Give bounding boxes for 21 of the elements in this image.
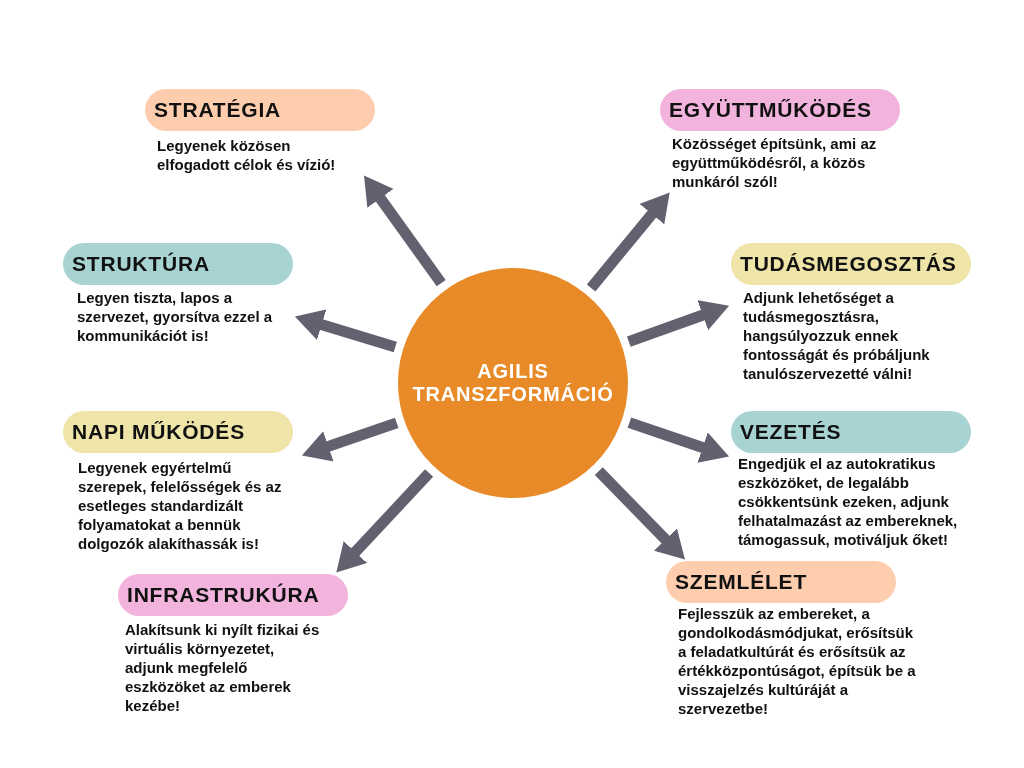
topic-description: Adjunk lehetőséget a tudásmegosztásra, hangsúlyozzuk ennek fontosságát és próbáljunk tanulószervezetté válni! <box>743 288 931 383</box>
topic-description: Engedjük el az autokratikus eszközöket, de legalább csökkentsünk ezeken, adjunk felhatalmazást az embereknek, támogassuk, motiváljuk őket! <box>738 454 959 549</box>
topic-heading: TUDÁSMEGOSZTÁS <box>731 243 971 285</box>
topic-description: Közösséget építsünk, ami az együttműködésről, a közös munkáról szól! <box>672 134 878 191</box>
topic-heading: VEZETÉS <box>731 411 971 453</box>
hub-title: AGILIS TRANSZFORMÁCIÓ <box>412 360 614 406</box>
arrow <box>300 417 399 462</box>
topic-description: Legyenek egyértelmű szerepek, felelősségek és az esetleges standardizált folyamatokat a bennük dolgozók alakíthassák is! <box>78 458 283 553</box>
topic-description: Alakítsunk ki nyílt fizikai és virtuális környezetet, adjunk megfelelő eszközöket az emberek kezébe! <box>125 620 321 715</box>
topic-description: Fejlesszük az embereket, a gondolkodásmódjukat, erősítsük a feladatkultúrát és erősítsük az értékközpontúságot, építsük be a visszajelzés kultúráját a szervezetbe! <box>678 604 917 718</box>
topic-heading: STRATÉGIA <box>145 89 375 131</box>
arrow <box>627 417 731 463</box>
arrow <box>293 309 397 353</box>
topic-description: Legyenek közösen elfogadott célok és vízió! <box>157 136 337 174</box>
topic-heading: SZEMLÉLET <box>666 561 896 603</box>
topic-heading: INFRASTRUKÚRA <box>118 574 348 616</box>
topic-heading: STRUKTÚRA <box>63 243 293 285</box>
topic-heading: NAPI MŰKÖDÉS <box>63 411 293 453</box>
arrow <box>626 300 731 347</box>
topic-description: Legyen tiszta, lapos a szervezet, gyorsítva ezzel a kommunikációt is! <box>77 288 274 345</box>
topic-heading: EGYÜTTMŰKÖDÉS <box>660 89 900 131</box>
